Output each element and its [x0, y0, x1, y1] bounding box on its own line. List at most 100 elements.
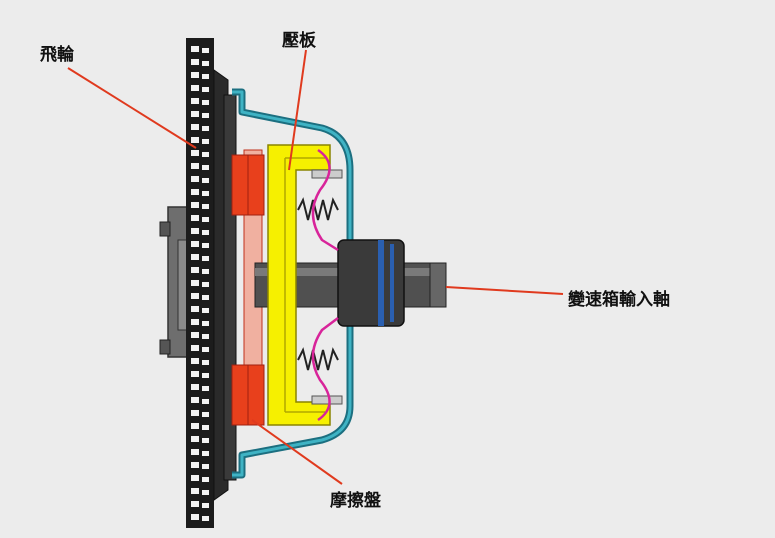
flywheel-tooth — [191, 410, 199, 416]
flywheel-tooth — [191, 319, 199, 325]
flywheel-tooth — [191, 176, 199, 182]
flywheel-tooth — [202, 412, 209, 417]
bolt — [311, 395, 343, 405]
flywheel-tooth — [191, 228, 199, 234]
flywheel-tooth — [202, 74, 209, 79]
coil-spring-top — [297, 197, 339, 221]
flywheel-tooth — [202, 464, 209, 469]
flywheel-tooth — [202, 48, 209, 53]
flywheel-tooth — [202, 113, 209, 118]
flywheel-hub-bolt-bottom — [159, 339, 171, 355]
flywheel-tooth — [202, 87, 209, 92]
flywheel-hub-bolt-top — [159, 221, 171, 237]
flywheel-tooth — [202, 243, 209, 248]
flywheel-tooth — [202, 282, 209, 287]
flywheel-tooth — [202, 425, 209, 430]
flywheel-tooth — [191, 72, 199, 78]
release-bearing — [337, 239, 405, 327]
flywheel-tooth — [202, 451, 209, 456]
friction-disc-label: 摩擦盤 — [330, 491, 381, 511]
flywheel-tooth — [202, 516, 209, 521]
flywheel-tooth — [191, 150, 199, 156]
release-bearing-ring — [378, 240, 384, 326]
flywheel-tooth — [191, 423, 199, 429]
flywheel-tooth — [191, 85, 199, 91]
pressure-plate-label: 壓板 — [282, 31, 316, 51]
flywheel-tooth — [191, 163, 199, 169]
flywheel-tooth — [202, 360, 209, 365]
coil-spring-bottom — [297, 347, 339, 371]
flywheel-label: 飛輪 — [40, 45, 74, 65]
diaphragm-spring-bottom — [311, 317, 339, 422]
flywheel-tooth — [191, 137, 199, 143]
flywheel-tooth — [202, 399, 209, 404]
flywheel-tooth — [191, 436, 199, 442]
release-bearing-ring — [390, 244, 394, 322]
flywheel-tooth — [202, 139, 209, 144]
flywheel-tooth — [191, 215, 199, 221]
flywheel-tooth — [202, 321, 209, 326]
flywheel — [159, 38, 237, 528]
diaphragm-spring-top — [311, 148, 339, 252]
flywheel-tooth — [202, 217, 209, 222]
flywheel-tooth — [202, 256, 209, 261]
flywheel-tooth — [202, 178, 209, 183]
flywheel-tooth — [191, 111, 199, 117]
flywheel-tooth — [191, 202, 199, 208]
flywheel-tooth — [191, 449, 199, 455]
leader-flywheel — [67, 67, 197, 149]
flywheel-tooth — [191, 384, 199, 390]
flywheel-tooth — [191, 345, 199, 351]
flywheel-tooth — [202, 165, 209, 170]
leader-friction-disc — [251, 419, 343, 485]
flywheel-tooth — [191, 488, 199, 494]
flywheel-tooth — [202, 503, 209, 508]
flywheel-tooth — [202, 269, 209, 274]
flywheel-tooth — [202, 477, 209, 482]
spring-group — [297, 148, 343, 422]
flywheel-tooth — [191, 254, 199, 260]
flywheel-tooth — [202, 230, 209, 235]
flywheel-tooth — [202, 386, 209, 391]
flywheel-tooth — [202, 490, 209, 495]
flywheel-tooth — [191, 501, 199, 507]
flywheel-tooth — [202, 373, 209, 378]
flywheel-tooth — [191, 124, 199, 130]
flywheel-tooth — [191, 241, 199, 247]
flywheel-tooth — [202, 204, 209, 209]
flywheel-tooth — [191, 306, 199, 312]
flywheel-tooth — [191, 267, 199, 273]
input-shaft-label: 變速箱輸入軸 — [568, 290, 670, 310]
flywheel-tooth — [202, 126, 209, 131]
shaft-end — [429, 262, 447, 308]
flywheel-tooth — [202, 347, 209, 352]
flywheel-teeth — [191, 46, 209, 521]
flywheel-tooth — [191, 98, 199, 104]
flywheel-tooth — [202, 191, 209, 196]
flywheel-tooth — [191, 514, 199, 520]
flywheel-tooth — [202, 308, 209, 313]
flywheel-tooth — [191, 332, 199, 338]
flywheel-tooth — [202, 100, 209, 105]
flywheel-tooth — [202, 152, 209, 157]
leader-input-shaft — [445, 286, 564, 295]
flywheel-tooth — [191, 475, 199, 481]
flywheel-tooth — [191, 462, 199, 468]
friction-disc — [231, 149, 265, 426]
flywheel-tooth — [202, 295, 209, 300]
flywheel-tooth — [191, 280, 199, 286]
flywheel-tooth — [191, 371, 199, 377]
leader-pressure-plate — [288, 49, 307, 171]
flywheel-tooth — [202, 334, 209, 339]
flywheel-tooth — [191, 46, 199, 52]
flywheel-tooth — [191, 59, 199, 65]
flywheel-tooth — [191, 189, 199, 195]
pressure-plate — [267, 144, 331, 426]
flywheel-tooth — [202, 61, 209, 66]
flywheel-tooth — [191, 397, 199, 403]
flywheel-tooth — [202, 438, 209, 443]
flywheel-tooth — [191, 358, 199, 364]
flywheel-ring-gear — [186, 38, 214, 528]
flywheel-tooth — [191, 293, 199, 299]
